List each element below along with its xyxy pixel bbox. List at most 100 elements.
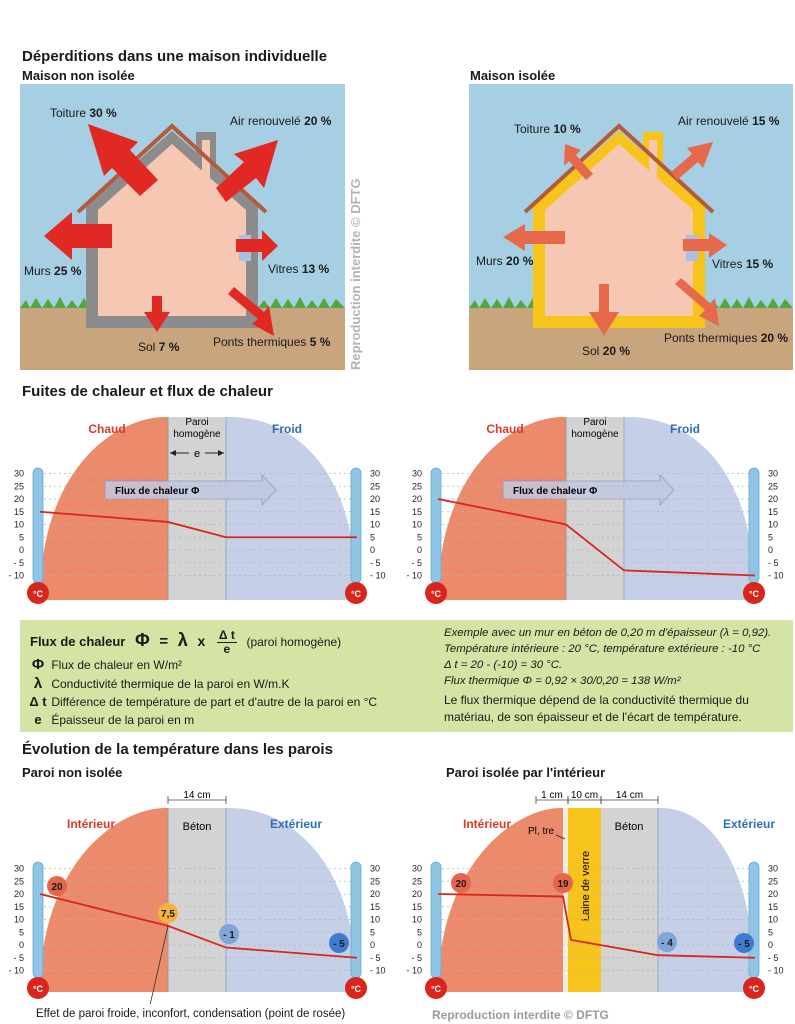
- house-insulated-diagram: [469, 84, 793, 370]
- section3-left-title: Paroi non isolée: [22, 765, 123, 780]
- tick-label-right: 0: [768, 545, 773, 555]
- badge-circle: [553, 873, 573, 893]
- badge-circle: [219, 924, 239, 944]
- badge-value: - 1: [223, 930, 235, 941]
- tick-label-left: 15: [412, 902, 422, 912]
- tick-label-right: 25: [370, 876, 380, 886]
- tick-label-left: 30: [412, 864, 422, 874]
- thermometer-tube: [748, 861, 760, 979]
- thermometer-unit: °C: [33, 984, 44, 994]
- tick-label-right: - 5: [370, 558, 381, 568]
- label-uninsulated-walls: Murs 25 %: [24, 264, 82, 278]
- tick-label-right: 0: [370, 940, 375, 950]
- badge-circle: [47, 876, 67, 896]
- tick-label-right: 5: [768, 532, 773, 542]
- badge-circle: [329, 933, 349, 953]
- dimension-glasswool-label: 10 cm: [571, 790, 598, 801]
- tick-label-right: 5: [370, 532, 375, 542]
- tick-label-right: 25: [370, 481, 380, 491]
- dimension-beton-label: 14 cm: [616, 790, 643, 801]
- tick-label-right: 0: [370, 545, 375, 555]
- tick-label-left: 30: [14, 469, 24, 479]
- wall-zone: [566, 417, 624, 600]
- badge-value: 20: [51, 882, 63, 893]
- thermometer-tube: [32, 467, 44, 584]
- formula-phi: Φ: [135, 629, 150, 650]
- label-exterior: Extérieur: [723, 817, 775, 831]
- label-uninsulated-air: Air renouvelé 20 %: [230, 114, 332, 128]
- thermometer-tube: [32, 861, 44, 979]
- tick-label-left: 25: [412, 876, 422, 886]
- label-wall-line1: Paroi: [583, 417, 606, 428]
- thermometer-bulb: [345, 977, 367, 999]
- label-uninsulated-floor: Sol 7 %: [138, 340, 180, 354]
- label-wall-line2: homogène: [173, 429, 221, 440]
- badge-circle: [451, 873, 471, 893]
- section2-title: Fuites de chaleur et flux de chaleur: [22, 383, 273, 400]
- example-line-1: Exemple avec un mur en béton de 0,20 m d…: [444, 627, 772, 639]
- section3-right-title: Paroi isolée par l'intérieur: [446, 765, 606, 780]
- label-wall-line1: Paroi: [185, 417, 208, 428]
- temperature-profile: [437, 893, 756, 959]
- temperature-badge: - 4: [657, 932, 677, 952]
- tick-label-right: 20: [370, 889, 380, 899]
- tick-label-left: 20: [14, 494, 24, 504]
- label-insulated-roof: Toiture 10 %: [514, 122, 581, 136]
- thermometer-bulb: [425, 582, 447, 604]
- thermometer-unit: °C: [33, 589, 44, 599]
- tick-label-right: - 5: [370, 953, 381, 963]
- thermometer-bulb: [743, 977, 765, 999]
- hot-zone: [438, 416, 566, 600]
- main-title: Déperditions dans une maison individuell…: [22, 48, 328, 65]
- label-insulated-bridges: Ponts thermiques 20 %: [664, 331, 789, 345]
- badge-circle: [734, 933, 754, 953]
- badge-value: - 5: [738, 939, 750, 950]
- example-line-4: Flux thermique Φ = 0,92 × 30/0,20 = 138 …: [444, 675, 681, 687]
- formula-denominator: e: [223, 642, 231, 656]
- thickness-arrowhead: [218, 450, 224, 456]
- tick-label-right: 20: [768, 494, 778, 504]
- tick-label-right: 15: [768, 902, 778, 912]
- tick-label-right: 15: [370, 902, 380, 912]
- label-uninsulated-roof: Toiture 30 %: [50, 106, 117, 120]
- tick-label-left: 25: [412, 481, 422, 491]
- tick-label-right: 15: [370, 507, 380, 517]
- label-hot: Chaud: [486, 422, 523, 436]
- formula-line: Flux de chaleur Φ = λ x Δ t e (paroi hom…: [30, 629, 341, 656]
- tick-label-left: - 5: [13, 953, 24, 963]
- tick-label-left: 10: [14, 520, 24, 530]
- plaster-pointer: [555, 834, 566, 840]
- interior-zone: [438, 807, 563, 992]
- label-insulated-windows: Vitres 15 %: [712, 257, 774, 271]
- tick-label-left: - 10: [8, 571, 24, 581]
- tick-label-left: 5: [417, 927, 422, 937]
- flux-arrow-label: Flux de chaleur Φ: [115, 486, 199, 497]
- tick-label-right: 25: [768, 876, 778, 886]
- exterior-zone: [658, 807, 755, 992]
- tick-label-left: - 5: [13, 558, 24, 568]
- thermometer-unit: °C: [431, 984, 442, 994]
- temperature-profile: [437, 498, 756, 577]
- temperature-badge: - 1: [219, 924, 239, 944]
- label-insulated-floor: Sol 20 %: [582, 344, 631, 358]
- thermometer-bulb: [345, 582, 367, 604]
- tick-label-left: - 5: [411, 953, 422, 963]
- tick-label-left: 30: [412, 469, 422, 479]
- thermometer-bulb: [27, 977, 49, 999]
- tick-label-left: 0: [417, 940, 422, 950]
- label-cold: Froid: [670, 422, 700, 436]
- tick-label-left: 15: [14, 507, 24, 517]
- house-insulated-title: Maison isolée: [470, 68, 556, 83]
- formula-fraction: Δ t e: [216, 629, 237, 656]
- label-exterior: Extérieur: [270, 817, 322, 831]
- tick-label-right: - 10: [768, 571, 784, 581]
- legend-item-e: e Épaisseur de la paroi en m: [34, 712, 195, 727]
- tick-label-left: 5: [417, 532, 422, 542]
- formula-note: (paroi homogène): [246, 634, 342, 649]
- tick-label-left: - 10: [406, 571, 422, 581]
- tick-label-left: 10: [412, 915, 422, 925]
- tick-label-left: 5: [19, 532, 24, 542]
- dimension-beton-label: 14 cm: [183, 790, 210, 801]
- wall-zone: [168, 417, 226, 600]
